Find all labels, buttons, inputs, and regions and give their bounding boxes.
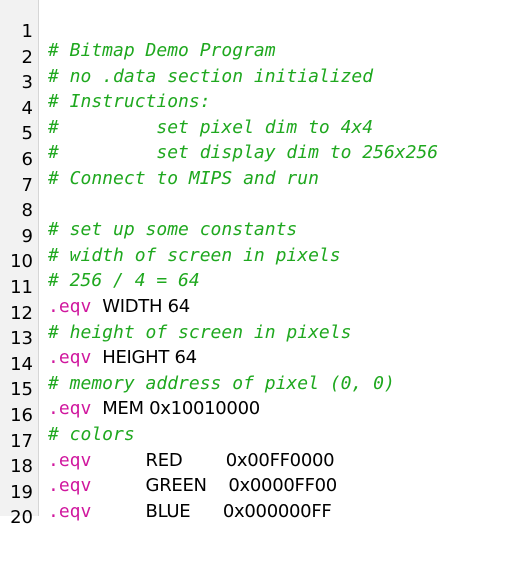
code-line[interactable]: 17 .eqv RED 0x00FF0000 — [0, 410, 513, 471]
line-number: 6 — [21, 149, 33, 170]
code-editor[interactable]: 1 # Bitmap Demo Program 2 # no .data sec… — [0, 0, 513, 528]
code-line[interactable]: 1 # Bitmap Demo Program — [0, 0, 513, 61]
code-line[interactable]: 18 .eqv GREEN 0x0000FF00 — [0, 435, 513, 496]
code-line[interactable]: 12 # height of screen in pixels — [0, 282, 513, 343]
code-line[interactable]: 15 .eqv MEM 0x10010000 — [0, 358, 513, 419]
comment-text: # colors — [48, 424, 135, 445]
code-text: RED 0x00FF0000 — [145, 449, 335, 471]
line-number: 19 — [10, 481, 33, 503]
code-line[interactable]: 5 # set display dim to 256x256 — [0, 102, 513, 163]
code-text: GREEN 0x0000FF00 — [145, 475, 338, 497]
code-text: WIDTH 64 — [102, 296, 190, 317]
line-number: 5 — [21, 123, 33, 145]
line-number: 17 — [10, 430, 33, 452]
directive-keyword: .eqv — [48, 398, 92, 420]
line-number: 18 — [10, 456, 33, 478]
line-number: 15 — [10, 379, 33, 401]
line-number: 3 — [21, 72, 33, 94]
code-line[interactable]: 3 # Instructions: — [0, 51, 513, 112]
directive-keyword: .eqv — [48, 296, 92, 317]
comment-text: # set up some constants — [48, 219, 298, 241]
line-number: 4 — [21, 97, 33, 119]
code-line[interactable]: 2 # no .data section initialized — [0, 26, 513, 87]
comment-text: # set pixel dim to 4x4 — [48, 116, 374, 138]
comment-text: # 256 / 4 = 64 — [48, 270, 200, 292]
comment-text: # set display dim to 256x256 — [48, 142, 439, 164]
code-line[interactable]: 11 .eqv WIDTH 64 — [0, 256, 513, 317]
code-line[interactable]: 13 .eqv HEIGHT 64 — [0, 307, 513, 368]
directive-keyword: .eqv — [48, 347, 92, 369]
line-number: 12 — [10, 302, 33, 324]
line-number: 20 — [10, 507, 33, 529]
code-line[interactable]: 19 .eqv BLUE 0x000000FF — [0, 461, 513, 522]
line-number: 13 — [10, 328, 33, 350]
code-line[interactable]: 4 # set pixel dim to 4x4 — [0, 77, 513, 138]
code-line[interactable]: 16 # colors — [0, 384, 513, 445]
line-number: 14 — [10, 353, 33, 375]
line-number: 9 — [21, 225, 33, 247]
comment-text: # Instructions: — [48, 91, 211, 113]
comment-text: # Bitmap Demo Program — [48, 40, 276, 61]
line-number: 1 — [21, 21, 33, 42]
code-line[interactable]: 7 — [0, 154, 513, 196]
code-text: HEIGHT 64 — [102, 347, 197, 369]
line-number: 8 — [21, 200, 33, 222]
code-line[interactable]: 8 # set up some constants — [0, 179, 513, 240]
line-number-gutter — [0, 0, 39, 516]
code-line[interactable]: 14 # memory address of pixel (0, 0) — [0, 333, 513, 394]
code-line[interactable]: 10 # 256 / 4 = 64 — [0, 230, 513, 291]
code-line[interactable]: 6 # Connect to MIPS and run — [0, 128, 513, 189]
comment-text: # Connect to MIPS and run — [48, 168, 319, 189]
directive-keyword: .eqv — [48, 475, 92, 497]
line-number: 16 — [10, 405, 33, 426]
line-number: 2 — [21, 46, 33, 68]
comment-text: # width of screen in pixels — [48, 244, 341, 266]
directive-keyword: .eqv — [48, 449, 92, 471]
line-number: 11 — [10, 277, 33, 298]
comment-text: # height of screen in pixels — [48, 321, 352, 343]
code-line[interactable]: 20 — [0, 486, 513, 528]
line-number: 7 — [21, 174, 33, 196]
comment-text: # memory address of pixel (0, 0) — [48, 372, 395, 394]
line-number: 10 — [10, 251, 33, 273]
comment-text: # no .data section initialized — [48, 65, 374, 87]
code-text: MEM 0x10010000 — [102, 398, 260, 420]
code-line[interactable]: 9 # width of screen in pixels — [0, 205, 513, 266]
